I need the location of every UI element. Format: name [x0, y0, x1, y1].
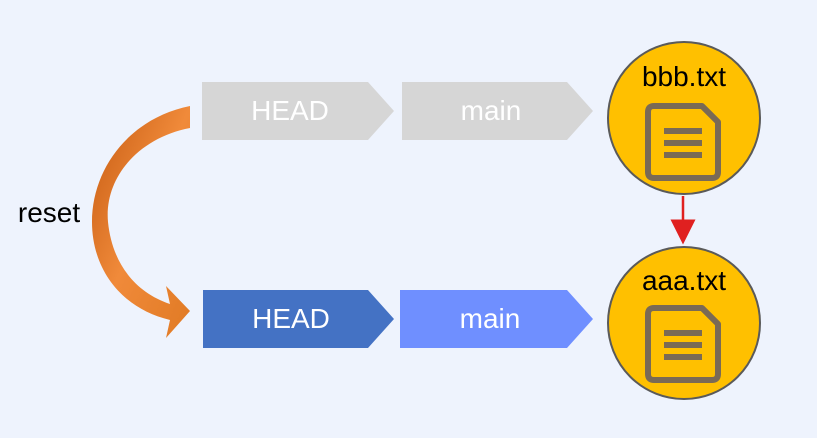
commit-aaa-label: aaa.txt: [641, 265, 727, 296]
bottom-head-chevron: [203, 290, 394, 348]
top-branch-label: main: [460, 95, 522, 126]
commit-bbb-label: bbb.txt: [641, 61, 727, 92]
top-head-label: HEAD: [251, 95, 329, 126]
bottom-branch-chevron: [400, 290, 593, 348]
bottom-head-label: HEAD: [252, 303, 330, 334]
bottom-branch-label: main: [459, 303, 521, 334]
document-icon: [645, 103, 721, 181]
document-icon: [645, 305, 721, 383]
top-head-chevron: [202, 82, 394, 140]
curved-arrow-icon: [92, 106, 190, 338]
reset-label: reset: [17, 197, 81, 228]
top-branch-chevron: [402, 82, 593, 140]
